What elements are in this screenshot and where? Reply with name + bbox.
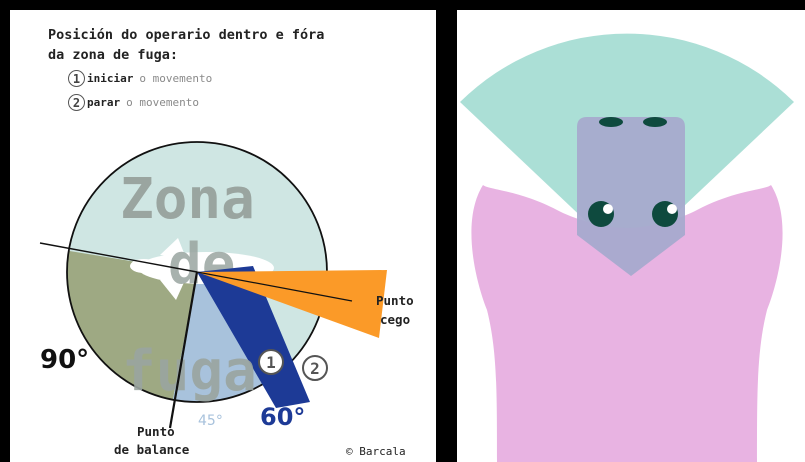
angle-60-label: 60° — [260, 403, 305, 431]
balance-point-label-line1: Punto — [137, 424, 175, 439]
legend-verb-start: iniciar — [87, 72, 134, 85]
angle-45-label: 45° — [198, 413, 223, 429]
left-eye-icon — [588, 201, 614, 227]
blind-spot-label-line1: Punto — [376, 293, 414, 308]
legend-number-2: 2 — [68, 94, 85, 111]
legend-item-start: 1 iniciar o movemento — [68, 70, 212, 87]
orange-blind-spot — [197, 270, 387, 338]
flight-zone-diagram-panel: Zona de f — [10, 10, 436, 462]
zone-word-1: Zona — [120, 167, 255, 232]
marker-1-label: 1 — [266, 353, 276, 372]
marker-2: 2 — [302, 355, 328, 381]
animal-vision-illustration — [460, 33, 794, 462]
legend-rest-start: o movemento — [139, 72, 213, 85]
left-nostril — [599, 117, 623, 127]
diagram-title: Posición do operario dentro e fóra da zo… — [48, 25, 324, 65]
right-nostril — [643, 117, 667, 127]
animal-body — [471, 185, 783, 462]
balance-point-label-line2: de balance — [114, 442, 190, 457]
animal-vision-panel — [457, 10, 805, 462]
right-eye-icon — [652, 201, 678, 227]
flight-zone-diagram: Zona de f — [39, 141, 414, 458]
head-line — [39, 242, 198, 273]
diagram-title-line2: da zona de fuga: — [48, 47, 179, 63]
diagram-title-line1: Posición do operario dentro e fóra — [48, 27, 325, 43]
copyright-label: © Barcala — [346, 445, 406, 458]
blind-spot-label-line2: cego — [380, 312, 410, 327]
animal-head — [577, 117, 685, 276]
angle-90-label: 90° — [40, 345, 89, 375]
marker-2-label: 2 — [310, 359, 320, 378]
zone-word-3: fuga — [122, 339, 257, 404]
marker-1: 1 — [258, 349, 284, 375]
dark-blue-60-wedge — [197, 266, 310, 408]
legend-item-stop: 2 parar o movemento — [68, 94, 199, 111]
blind-spot-line — [196, 271, 353, 302]
balance-point-line — [168, 271, 199, 429]
legend-number-1: 1 — [68, 70, 85, 87]
legend-verb-stop: parar — [87, 96, 121, 109]
olive-90-sector — [67, 246, 197, 402]
legend-rest-stop: o movemento — [126, 96, 199, 109]
